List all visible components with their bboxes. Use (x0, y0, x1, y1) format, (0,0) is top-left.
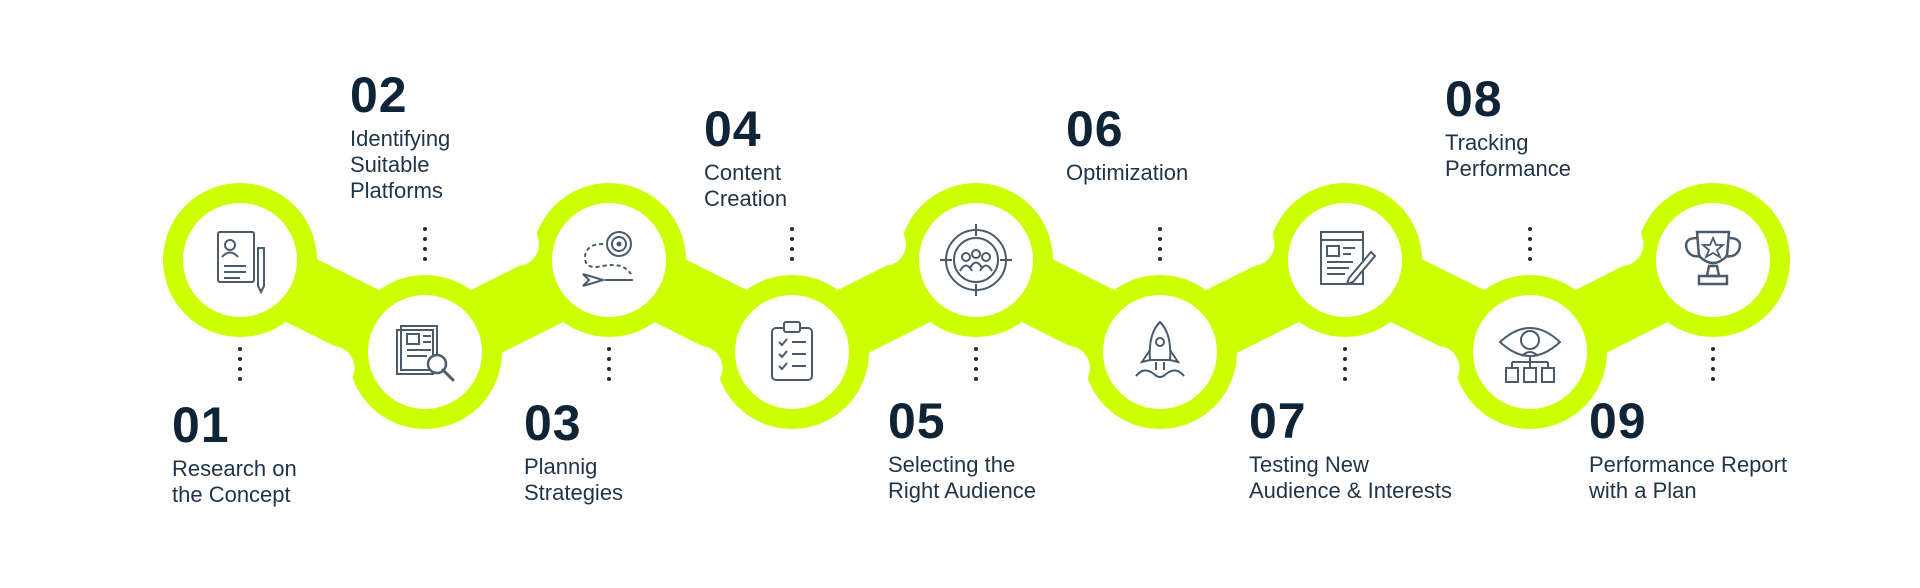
step-title-line: Research on (172, 456, 297, 481)
chain-notch (1230, 222, 1275, 266)
step-title-line: Creation (704, 186, 788, 211)
step-title-line: the Concept (172, 482, 291, 507)
step-number: 04 (704, 101, 762, 157)
step-number: 01 (172, 397, 230, 453)
step-title-line: Identifying (350, 126, 451, 151)
step-title-line: Right Audience (888, 478, 1036, 503)
step-number: 02 (350, 67, 408, 123)
clipboard-checklist-icon (771, 321, 813, 381)
step-title-line: Audience & Interests (1249, 478, 1453, 503)
chain-notch (678, 346, 723, 390)
step-number: 05 (888, 393, 946, 449)
step-title-line: Plannig (524, 454, 598, 479)
step-number: 08 (1445, 71, 1503, 127)
step-inner-circle (1103, 295, 1217, 409)
chain-notch (310, 346, 355, 390)
document-pen-icon (217, 231, 265, 295)
step-inner-circle (368, 295, 482, 409)
step-inner-circle (1288, 203, 1402, 317)
chain-notch (1415, 346, 1460, 390)
step-number: 07 (1249, 393, 1307, 449)
dotted-connector (422, 227, 428, 267)
chain-notch (862, 222, 906, 266)
step-title-line: with a Plan (1589, 478, 1697, 503)
dotted-connector (1342, 347, 1348, 387)
step-title-line: Suitable (350, 152, 430, 177)
step-inner-circle (552, 203, 666, 317)
dotted-connector (789, 227, 795, 267)
step-title-line: Content (704, 160, 782, 185)
step-inner-circle (919, 203, 1033, 317)
document-search-icon (396, 325, 455, 382)
dotted-connector (1710, 347, 1716, 387)
chain-notch (1046, 346, 1090, 390)
chain-notch (1599, 222, 1644, 266)
audience-target-icon (940, 224, 1012, 296)
dotted-connector (237, 347, 243, 387)
step-number: 06 (1066, 101, 1124, 157)
step-title-line: Performance Report (1589, 452, 1788, 477)
dotted-connector (1527, 227, 1533, 267)
step-title-line: Strategies (524, 480, 624, 505)
step-title-line: Testing New (1249, 452, 1369, 477)
chain-notch (495, 222, 539, 266)
step-title-line: Selecting the (888, 452, 1016, 477)
step-title-line: Optimization (1066, 160, 1189, 185)
eye-network-icon (1498, 327, 1562, 383)
strategy-target-icon (582, 231, 633, 287)
dotted-connector (606, 347, 612, 387)
dotted-connector (973, 347, 979, 387)
step-inner-circle (1656, 203, 1770, 317)
step-title-line: Tracking (1445, 130, 1529, 155)
trophy-icon (1684, 230, 1742, 286)
step-title-line: Platforms (350, 178, 443, 203)
step-inner-circle (183, 203, 297, 317)
dotted-connector (1157, 227, 1163, 267)
step-number: 09 (1589, 393, 1647, 449)
step-number: 03 (524, 395, 582, 451)
document-edit-icon (1320, 231, 1377, 286)
rocket-icon (1135, 320, 1185, 378)
step-title-line: Performance (1445, 156, 1571, 181)
step-inner-circle (735, 295, 849, 409)
